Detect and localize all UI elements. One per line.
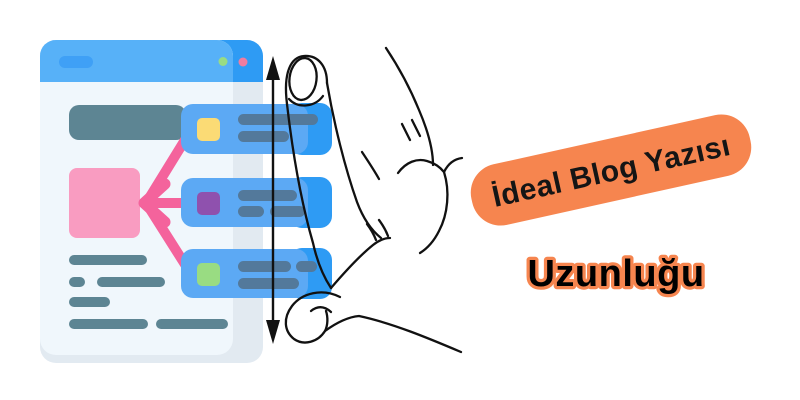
index-finger-tip (284, 54, 329, 106)
card-text-line (238, 261, 291, 272)
content-title-bar (69, 105, 186, 140)
content-text-lines (69, 255, 228, 329)
hand-right-edge (418, 170, 449, 255)
title-badge: İdeal Blog Yazısı (470, 114, 752, 226)
card-1 (181, 103, 332, 155)
thumb (284, 291, 342, 344)
green-dot-icon (218, 57, 228, 66)
measure-arrowhead-down (266, 320, 280, 344)
middle-finger-edge (384, 46, 435, 167)
card-text-line (238, 278, 299, 289)
pinch-hand-icon (284, 46, 464, 354)
card-text-line (238, 114, 318, 125)
card-text-line (296, 261, 317, 272)
text-line (69, 277, 85, 287)
card-2 (181, 177, 332, 228)
fingernail (288, 56, 318, 102)
fingernail-base (287, 94, 325, 107)
pink-dot-icon (238, 57, 248, 67)
subtitle-text: Uzunluğu (527, 253, 704, 295)
content-image-block (69, 168, 140, 238)
purple-square-icon (197, 192, 220, 215)
index-finger-right-edge (325, 81, 383, 240)
measure-arrowhead-up (266, 56, 280, 80)
window-header (40, 40, 233, 82)
text-line (69, 319, 148, 329)
card-text-line (270, 206, 305, 217)
green-square-icon (197, 263, 220, 286)
card-3 (181, 248, 332, 299)
thumb-web (329, 236, 392, 290)
text-line (69, 297, 110, 307)
connector-arrowhead (138, 178, 171, 228)
card-text-line (238, 131, 289, 142)
window-address-pill (59, 56, 93, 68)
text-line (156, 319, 228, 329)
thumbnail-arc (309, 306, 333, 314)
knuckle-wave (396, 156, 464, 175)
card-text-line (238, 206, 264, 217)
card-text-line (238, 190, 297, 201)
finger-crease (360, 150, 381, 181)
knuckle-creases (400, 118, 422, 142)
vertical-measure-arrow-icon (266, 56, 280, 344)
text-line (69, 255, 147, 265)
palm-creases (365, 218, 390, 242)
badge-background (470, 114, 752, 226)
yellow-square-icon (197, 118, 220, 141)
index-finger-left-edge (285, 102, 333, 290)
hand-bottom-edge (323, 314, 463, 354)
text-line (97, 277, 165, 287)
